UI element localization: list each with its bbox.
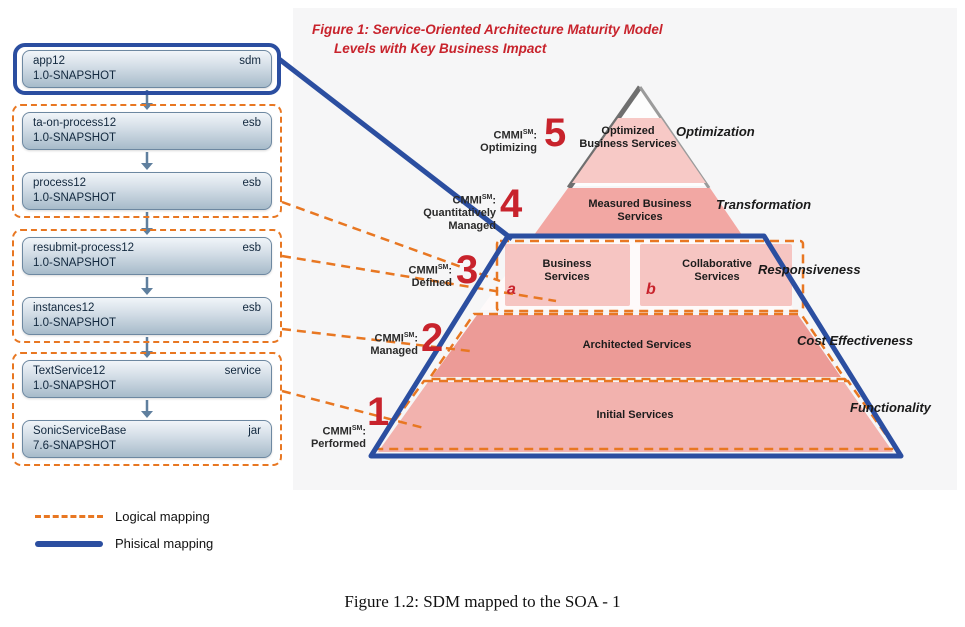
- pyramid-level-3-box-b: [640, 244, 792, 306]
- stack-box-name: process12: [33, 177, 87, 189]
- band-label-level3b: Collaborative Services: [682, 258, 752, 283]
- band-label-level5: Optimized Business Services: [579, 125, 677, 150]
- legend-logical-label: Logical mapping: [115, 509, 210, 524]
- stack-box-instances12: instances12 esb 1.0-SNAPSHOT: [22, 297, 272, 335]
- stack-box-app12: app12 sdm 1.0-SNAPSHOT: [22, 50, 272, 88]
- pyramid-figure-title: Figure 1: Service-Oriented Architecture …: [312, 20, 663, 58]
- stack-box-name: resubmit-process12: [33, 242, 134, 254]
- soa-pyramid: [378, 85, 893, 452]
- figure-caption: Figure 1.2: SDM mapped to the SOA - 1: [344, 592, 621, 611]
- flow-arrowhead-icon: [141, 411, 153, 418]
- logical-mapping-connector: [281, 389, 425, 430]
- stack-box-version: 1.0-SNAPSHOT: [33, 317, 117, 329]
- stack-box-ta-on-process12: ta-on-process12 esb 1.0-SNAPSHOT: [22, 112, 272, 150]
- stack-box-sonicservicebase: SonicServiceBase jar 7.6-SNAPSHOT: [22, 420, 272, 458]
- legend-physical-line-icon: [35, 541, 103, 547]
- impact-label-responsiveness: Responsiveness: [758, 262, 861, 277]
- logical-mapping-connector: [281, 254, 557, 303]
- legend-logical-line-icon: [35, 515, 103, 518]
- level-number-2: 2: [421, 316, 444, 360]
- marker-b: b: [646, 281, 656, 298]
- impact-label-cost-effectiveness: Cost Effectiveness: [797, 333, 914, 348]
- stack-box-name: instances12: [33, 302, 95, 314]
- stack-box-type: esb: [242, 117, 261, 129]
- logical-mapping-frame-level2: [426, 312, 848, 381]
- logical-group-3: [12, 352, 282, 466]
- band-label-level3a: Business Services: [542, 258, 592, 283]
- stack-box-type: service: [224, 365, 261, 377]
- stack-box-name: app12: [33, 55, 65, 67]
- logical-group-2: [12, 229, 282, 343]
- pyramid-level-5-band: [572, 118, 706, 183]
- flow-arrowhead-icon: [141, 288, 153, 295]
- stack-box-type: sdm: [239, 55, 261, 67]
- stack-box-name: TextService12: [33, 365, 106, 377]
- physical-mapping-connector: [277, 57, 514, 241]
- physical-mapping-outline: [368, 233, 904, 459]
- stack-box-process12: process12 esb 1.0-SNAPSHOT: [22, 172, 272, 210]
- physical-mapping-highlight-frame: [13, 43, 281, 95]
- cmmi-name: Managed: [370, 345, 418, 358]
- stack-box-version: 1.0-SNAPSHOT: [33, 132, 117, 144]
- cmmi-name: Defined: [411, 277, 452, 290]
- level-number-5: 5: [544, 111, 567, 155]
- stack-box-resubmit-process12: resubmit-process12 esb 1.0-SNAPSHOT: [22, 237, 272, 275]
- impact-label-functionality: Functionality: [850, 400, 931, 415]
- figure-title-line2: Levels with Key Business Impact: [334, 41, 547, 56]
- stack-box-type: esb: [242, 302, 261, 314]
- band-label-level2: Architected Services: [582, 339, 692, 351]
- figure-title-line1: Figure 1: Service-Oriented Architecture …: [312, 22, 663, 37]
- cmmi-name: Quantitatively Managed: [423, 207, 496, 232]
- stack-box-type: esb: [242, 242, 261, 254]
- stack-box-type: esb: [242, 177, 261, 189]
- pyramid-level-2-band: [432, 315, 841, 377]
- logical-mapping-frame-level3: [495, 239, 805, 313]
- physical-mapping-lines: [277, 57, 904, 459]
- logical-group-1: [12, 104, 282, 218]
- logical-mapping-connector: [281, 200, 501, 283]
- cmmi-name: Optimizing: [480, 142, 537, 155]
- band-label-level1: Initial Services: [596, 409, 674, 421]
- cmmi-label-level2: CMMISM: Managed: [298, 330, 418, 358]
- stack-box-name: SonicServiceBase: [33, 425, 127, 437]
- level-number-1: 1: [367, 390, 390, 434]
- stack-box-version: 1.0-SNAPSHOT: [33, 192, 117, 204]
- stack-box-type: jar: [248, 425, 261, 437]
- impact-label-optimization: Optimization: [676, 124, 755, 139]
- stack-box-version: 1.0-SNAPSHOT: [33, 257, 117, 269]
- level-number-4: 4: [500, 182, 523, 226]
- pyramid-level-3-box-a: [505, 244, 630, 306]
- level-number-3: 3: [456, 248, 479, 292]
- flow-arrowhead-icon: [141, 163, 153, 170]
- stack-box-textservice12: TextService12 service 1.0-SNAPSHOT: [22, 360, 272, 398]
- legend-physical-label: Phisical mapping: [115, 536, 214, 551]
- cmmi-label-level1: CMMISM: Performed: [246, 423, 366, 451]
- stack-box-version: 7.6-SNAPSHOT: [33, 440, 117, 452]
- pyramid-level-1-band: [378, 382, 893, 452]
- marker-a: a: [507, 281, 516, 298]
- stack-box-version: 1.0-SNAPSHOT: [33, 70, 117, 82]
- cmmi-label-level5: CMMISM: Optimizing: [417, 127, 537, 155]
- impact-label-transformation: Transformation: [716, 197, 812, 212]
- cmmi-label-level3: CMMISM: Defined: [332, 262, 453, 290]
- band-label-level4: Measured Business Services: [588, 198, 692, 223]
- pyramid-level-4-band: [534, 188, 742, 235]
- stack-box-name: ta-on-process12: [33, 117, 117, 129]
- stack-box-version: 1.0-SNAPSHOT: [33, 380, 117, 392]
- cmmi-name: Performed: [310, 438, 366, 451]
- cmmi-label-level4: CMMISM: Quantitatively Managed: [376, 192, 496, 232]
